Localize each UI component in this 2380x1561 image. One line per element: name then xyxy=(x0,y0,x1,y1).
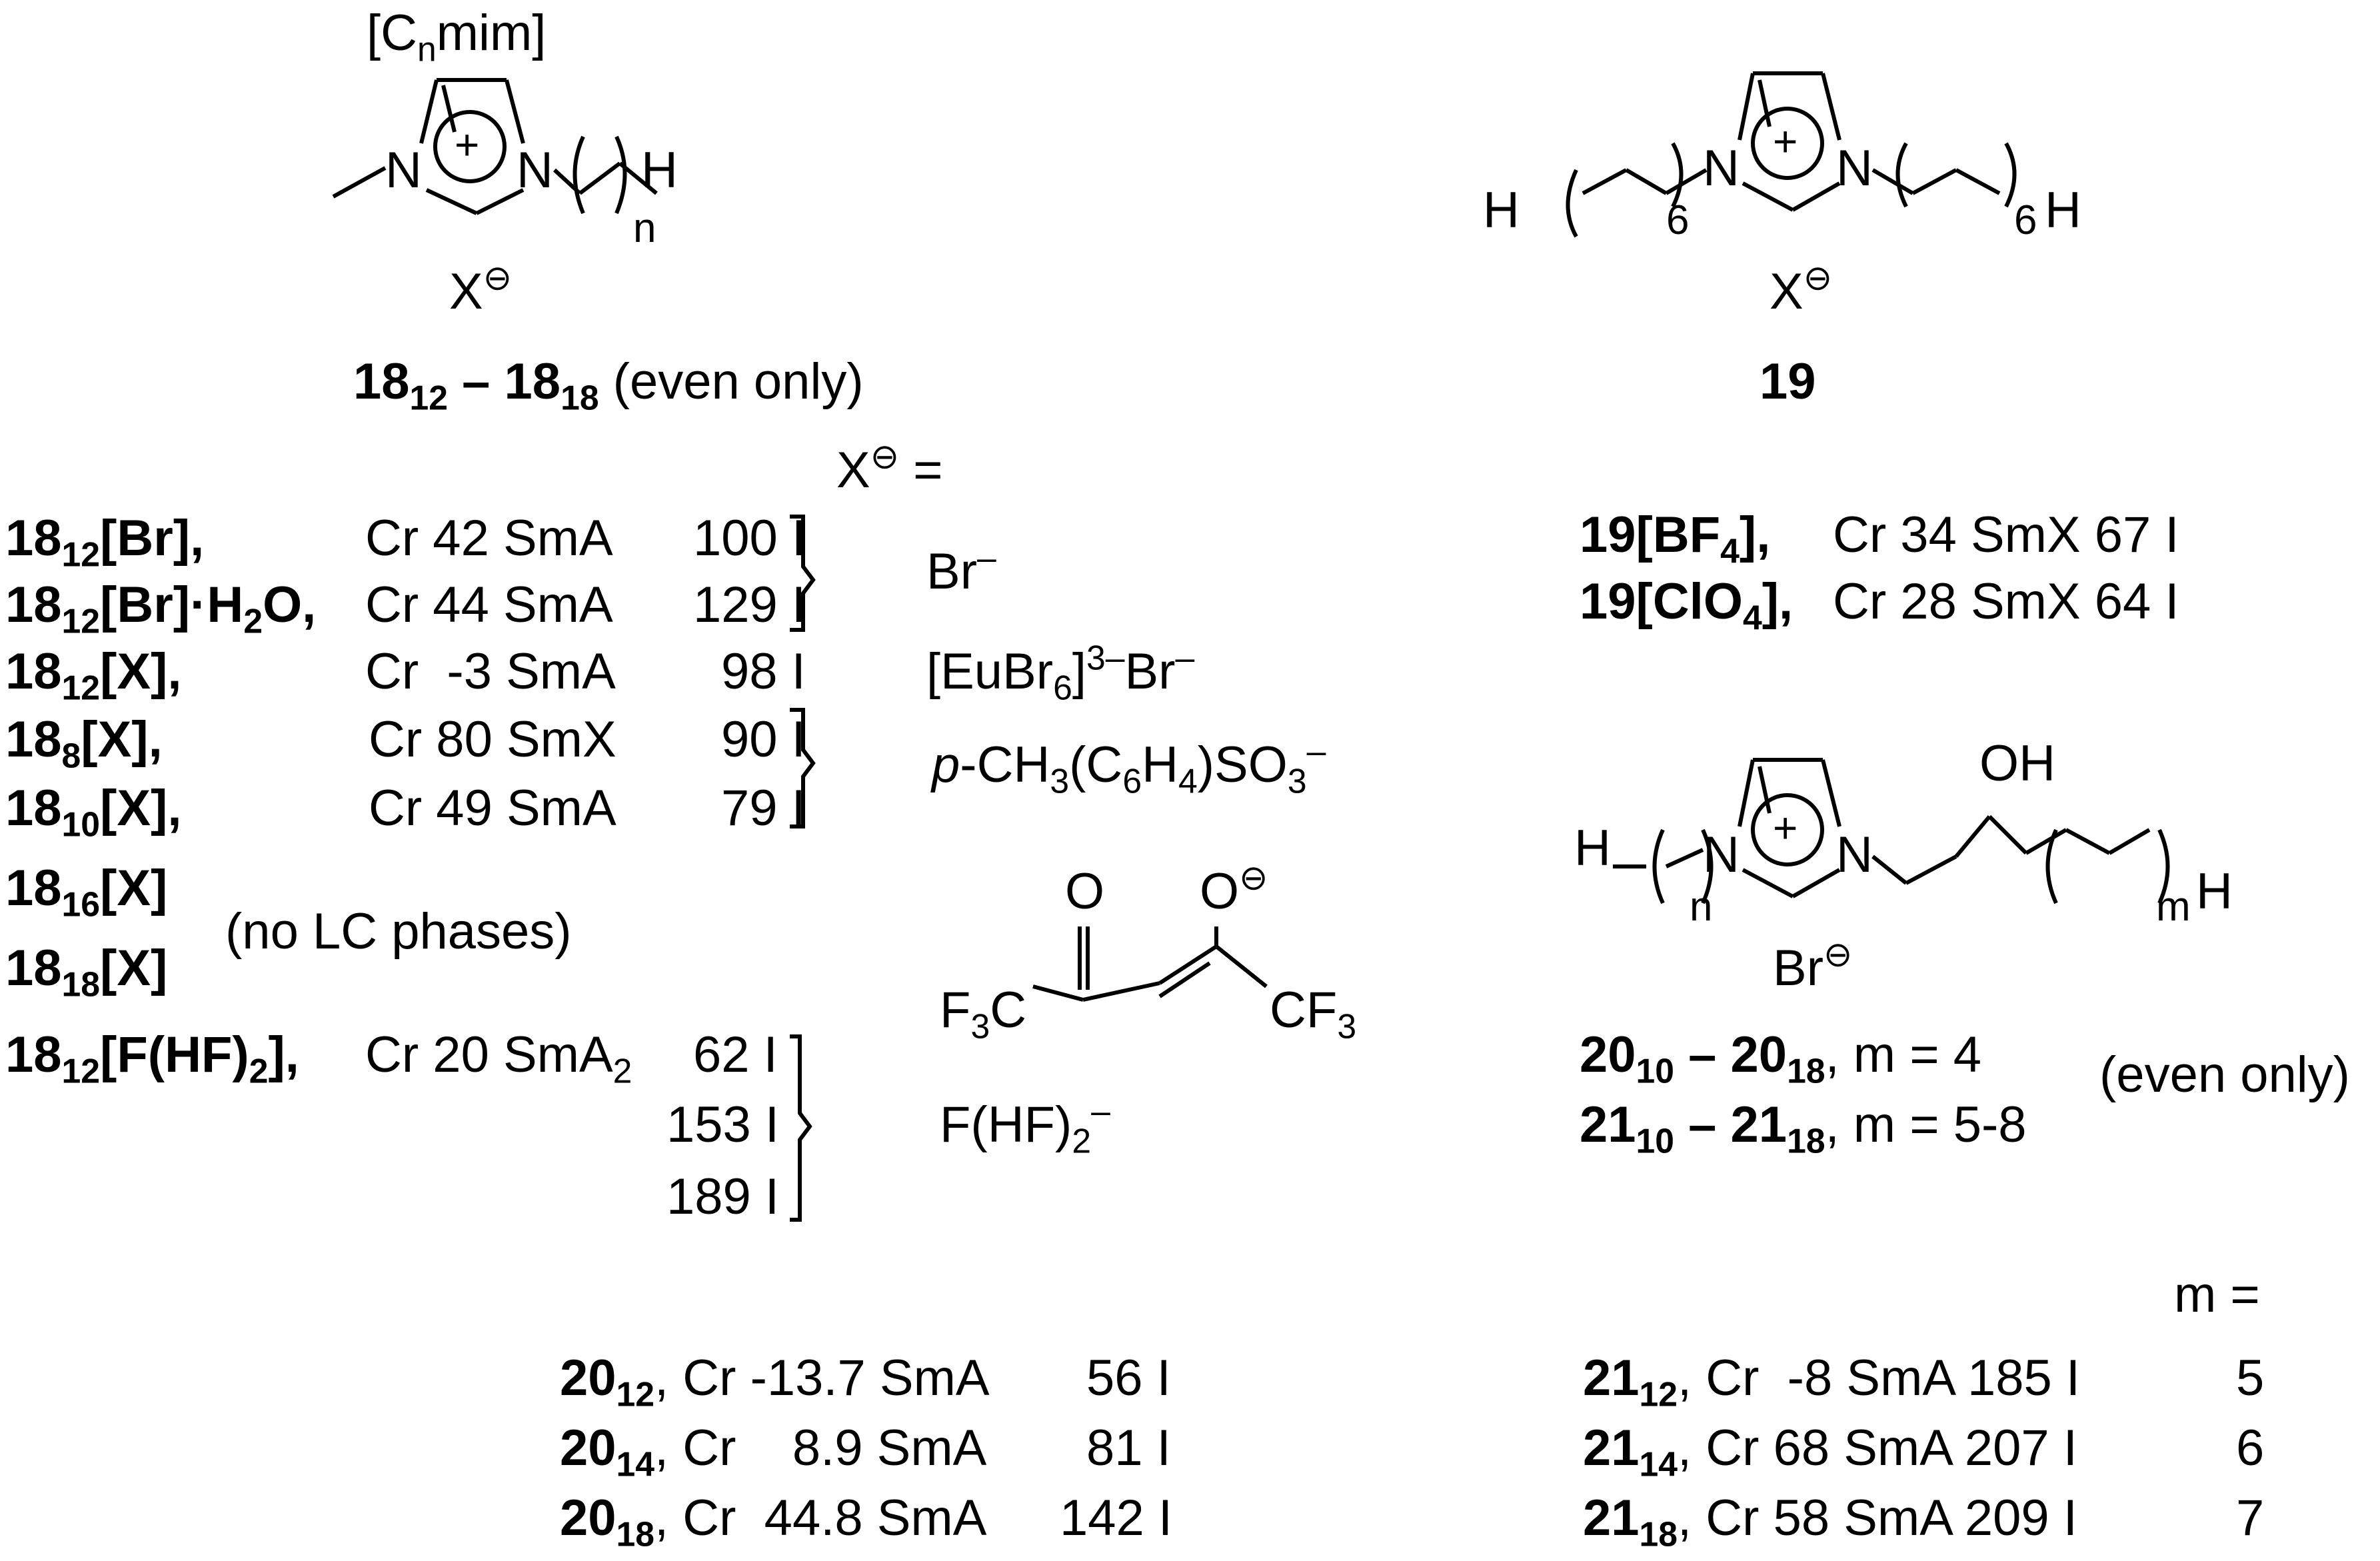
row-18-iso-1: 129 I xyxy=(693,577,806,633)
row-18-iso-0: 100 I xyxy=(693,510,806,567)
structure-18-n2: N xyxy=(517,142,553,199)
row-18-iso-3: 90 I xyxy=(721,711,806,768)
hfac-cf3: CF3 xyxy=(1270,982,1357,1046)
structure-18-h: H xyxy=(641,142,678,199)
structure-19-n1: N xyxy=(1703,140,1740,197)
no-lc-phases-note: (no LC phases) xyxy=(225,903,572,960)
row-fhf-name: 1812[F(HF)2], xyxy=(5,1026,299,1090)
structure-20-bonds xyxy=(1613,758,2170,904)
hfac-anion-bonds xyxy=(1032,926,1268,1002)
row-fhf-iso-1: 62 I xyxy=(693,1026,778,1083)
row-18-phase-2: Cr -3 SmA xyxy=(365,643,616,700)
structure-20-n2: N xyxy=(1836,826,1873,883)
structure-18-counter-ion: X⊖ xyxy=(449,258,512,320)
structure-20-n1: N xyxy=(1703,826,1740,883)
row-21-0: 2112, Cr -8 SmA 185 I xyxy=(1583,1350,2081,1414)
row-20-iso-2: 142 I xyxy=(1060,1490,1173,1546)
structure-19-charge: + xyxy=(1773,117,1798,165)
row-20-iso-0: 56 I xyxy=(1086,1350,1171,1406)
row-18-name-0: 1812[Br], xyxy=(5,510,205,574)
structure-18-charge: + xyxy=(455,121,480,169)
structure-20-even-note: (even only) xyxy=(2099,1046,2350,1103)
row-fhf-iso-2: 153 I xyxy=(666,1096,780,1153)
x-equals-label: X⊖ = xyxy=(836,437,943,499)
structure-20-chain-m: m xyxy=(2156,884,2191,930)
row-21-2: 2118, Cr 58 SmA 209 I xyxy=(1583,1490,2077,1554)
row-21-1: 2114, Cr 68 SmA 207 I xyxy=(1583,1420,2077,1484)
row-fhf-iso-3: 189 I xyxy=(666,1168,780,1225)
structure-20-oh: OH xyxy=(1979,735,2055,792)
row-20-2: 2018, Cr 44.8 SmA xyxy=(560,1490,987,1554)
row-18-phase-0: Cr 42 SmA xyxy=(365,510,613,567)
row-18-phase-3: Cr 80 SmX xyxy=(369,711,616,768)
structure-18-compound-label: 1812 – 1818 (even only) xyxy=(353,353,864,417)
row-19-phase-0: Cr 34 SmX 67 I xyxy=(1833,507,2179,563)
row-19-phase-1: Cr 28 SmX 64 I xyxy=(1833,573,2179,630)
structure-20-chain-n: n xyxy=(1690,884,1713,930)
structure-20-range-line-2: 2110 – 2118, m = 5-8 xyxy=(1580,1096,2027,1160)
hfac-oxygen-2: O⊖ xyxy=(1200,858,1268,920)
structure-18-chain-index: n xyxy=(633,205,656,251)
anion-eu: [EuBr6]3–Br– xyxy=(926,638,1195,707)
structure-20-range-line-1: 2010 – 2018, m = 4 xyxy=(1580,1026,1981,1090)
anion-tosylate: p-CH3(C6H4)SO3– xyxy=(932,731,1326,800)
structure-20-h-right: H xyxy=(2196,863,2233,920)
structure-19-n2: N xyxy=(1836,140,1873,197)
structure-20-counter-ion: Br⊖ xyxy=(1773,934,1853,996)
row-20-iso-1: 81 I xyxy=(1086,1420,1171,1476)
row-19-name-0: 19[BF4], xyxy=(1580,507,1771,571)
row-18-phase-1: Cr 44 SmA xyxy=(365,577,613,633)
row-18-name-2: 1812[X], xyxy=(5,643,182,707)
structure-19-label: 19 xyxy=(1760,353,1816,410)
structure-19-h-right: H xyxy=(2045,182,2081,239)
row-fhf-phase: Cr 20 SmA2 xyxy=(365,1026,632,1090)
structure-19-counter-ion: X⊖ xyxy=(1770,258,1832,320)
structure-18-bonds xyxy=(332,78,658,215)
row-20-1: 2014, Cr 8.9 SmA xyxy=(560,1420,987,1484)
row-21-m-0: 5 xyxy=(2236,1350,2265,1406)
structure-20-charge: + xyxy=(1773,804,1798,852)
structure-18-n1: N xyxy=(385,142,422,199)
structure-19-h-left: H xyxy=(1483,182,1520,239)
row-21-m-1: 6 xyxy=(2236,1420,2265,1476)
row-18-name-3: 188[X], xyxy=(5,711,163,775)
row-18-iso-4: 79 I xyxy=(721,780,806,836)
structure-20-h-left: H xyxy=(1574,820,1611,876)
structure-19-right-index: 6 xyxy=(2014,197,2037,243)
row-18-name-5: 1816[X] xyxy=(5,860,168,924)
hfac-oxygen-1: O xyxy=(1065,863,1105,920)
structure-19-left-index: 6 xyxy=(1666,197,1690,243)
m-header: m = xyxy=(2174,1266,2260,1323)
row-18-name-6: 1818[X] xyxy=(5,940,168,1004)
structure-18-top-label: [Cnmim] xyxy=(367,5,547,69)
row-18-name-1: 1812[Br]·H2O, xyxy=(5,577,317,641)
row-20-0: 2012, Cr -13.7 SmA xyxy=(560,1350,990,1414)
grouping-brackets xyxy=(790,515,816,1222)
row-18-name-4: 1810[X], xyxy=(5,780,182,844)
hfac-f3c: F3C xyxy=(940,982,1027,1046)
row-19-name-1: 19[ClO4], xyxy=(1580,573,1793,637)
structure-19-bonds xyxy=(1566,71,2017,238)
row-21-m-2: 7 xyxy=(2236,1490,2265,1546)
row-18-iso-2: 98 I xyxy=(721,643,806,700)
row-18-phase-4: Cr 49 SmA xyxy=(369,780,616,836)
anion-bromide: Br– xyxy=(926,538,996,600)
anion-fhf: F(HF)2– xyxy=(940,1091,1110,1160)
